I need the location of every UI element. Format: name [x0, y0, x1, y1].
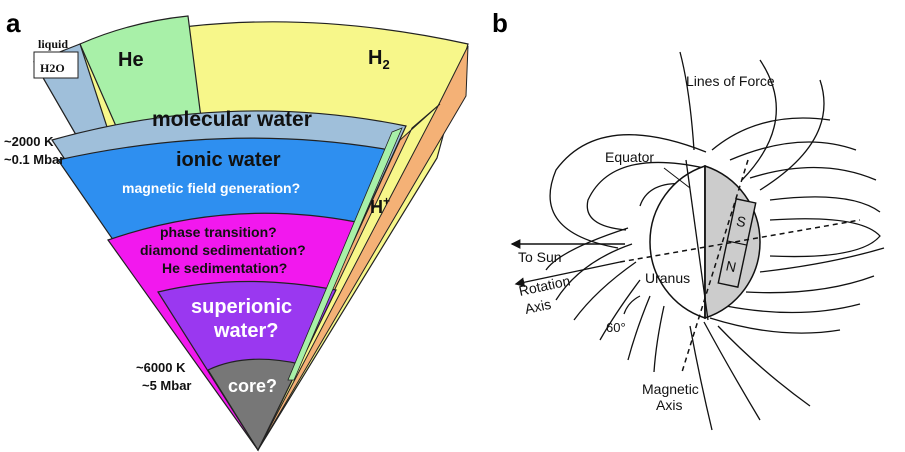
- lines-of-force-label: Lines of Force: [686, 73, 775, 89]
- interior-wedge: [33, 15, 469, 452]
- field-line: [741, 59, 777, 181]
- field-line: [769, 196, 881, 213]
- field-line: [703, 321, 761, 421]
- rotation-axis-arrow: [514, 261, 621, 288]
- rotation-axis-label: Axis: [523, 296, 552, 317]
- top-temperature: ~2000 K: [4, 134, 54, 149]
- magnetic-axis-label: Axis: [656, 397, 682, 413]
- field-line: [749, 166, 877, 181]
- field-line: [679, 51, 695, 151]
- field-lines: [545, 51, 885, 431]
- h2o-label: H2O: [40, 61, 65, 75]
- field-line: [725, 303, 861, 314]
- field-line: [653, 305, 665, 373]
- h-plus-band: [257, 45, 469, 451]
- diamond-label: diamond sedimentation?: [140, 242, 306, 258]
- he-sedimentation-label: He sedimentation?: [162, 260, 287, 276]
- magnet-n-label: N: [724, 257, 737, 275]
- equator-line: [685, 159, 709, 321]
- field-line: [549, 134, 707, 249]
- liquid-label: liquid: [38, 37, 68, 51]
- field-line: [599, 279, 641, 341]
- h-plus-label: H+: [370, 194, 390, 217]
- panel-b: b: [492, 8, 885, 431]
- panel-b-label: b: [492, 8, 508, 38]
- molecular-water-label: molecular water: [152, 108, 312, 131]
- field-line: [573, 261, 637, 321]
- panel-a-label: a: [6, 8, 21, 38]
- field-line: [759, 79, 825, 191]
- field-line: [586, 161, 705, 231]
- bottom-pressure: ~5 Mbar: [142, 378, 192, 393]
- magnet-divider: [727, 240, 747, 246]
- superionic-water-label: water?: [213, 320, 278, 342]
- field-line: [545, 227, 629, 271]
- magnet-s-label: S: [735, 213, 747, 231]
- green-band: [287, 127, 403, 381]
- field-line: [555, 243, 633, 301]
- panel-a: a liquid H2O H: [4, 8, 469, 452]
- field-line: [689, 325, 713, 431]
- field-line: [709, 317, 841, 334]
- he-label: He: [118, 49, 144, 71]
- core-label: core?: [228, 376, 277, 396]
- field-line: [769, 218, 881, 258]
- bottom-temperature: ~6000 K: [136, 360, 186, 375]
- angle-arc: [623, 295, 641, 315]
- angle-label: 60°: [606, 320, 626, 335]
- field-line: [729, 141, 857, 161]
- uranus-label: Uranus: [645, 270, 690, 286]
- h2-label: H2: [368, 47, 390, 72]
- field-line: [711, 117, 831, 151]
- field-line: [759, 247, 885, 273]
- rotation-label: Rotation: [517, 272, 571, 298]
- bar-magnet: S N: [717, 198, 757, 288]
- magnetic-axis-line: [681, 159, 749, 373]
- equator-label: Equator: [605, 149, 654, 165]
- field-line: [717, 325, 811, 407]
- magnetic-label: Magnetic: [642, 381, 699, 397]
- ionic-water-label: ionic water: [176, 149, 281, 171]
- phase-transition-label: phase transition?: [160, 224, 277, 240]
- superionic-label: superionic: [191, 296, 292, 318]
- field-line: [627, 295, 651, 361]
- top-pressure: ~0.1 Mbar: [4, 152, 64, 167]
- magnetic-field-label: magnetic field generation?: [122, 180, 300, 196]
- liquid-label-box: [33, 51, 79, 79]
- field-line: [745, 275, 875, 294]
- rotation-axis-line: [619, 219, 861, 263]
- to-sun-label: To Sun: [518, 249, 562, 265]
- equator-leader: [663, 167, 691, 189]
